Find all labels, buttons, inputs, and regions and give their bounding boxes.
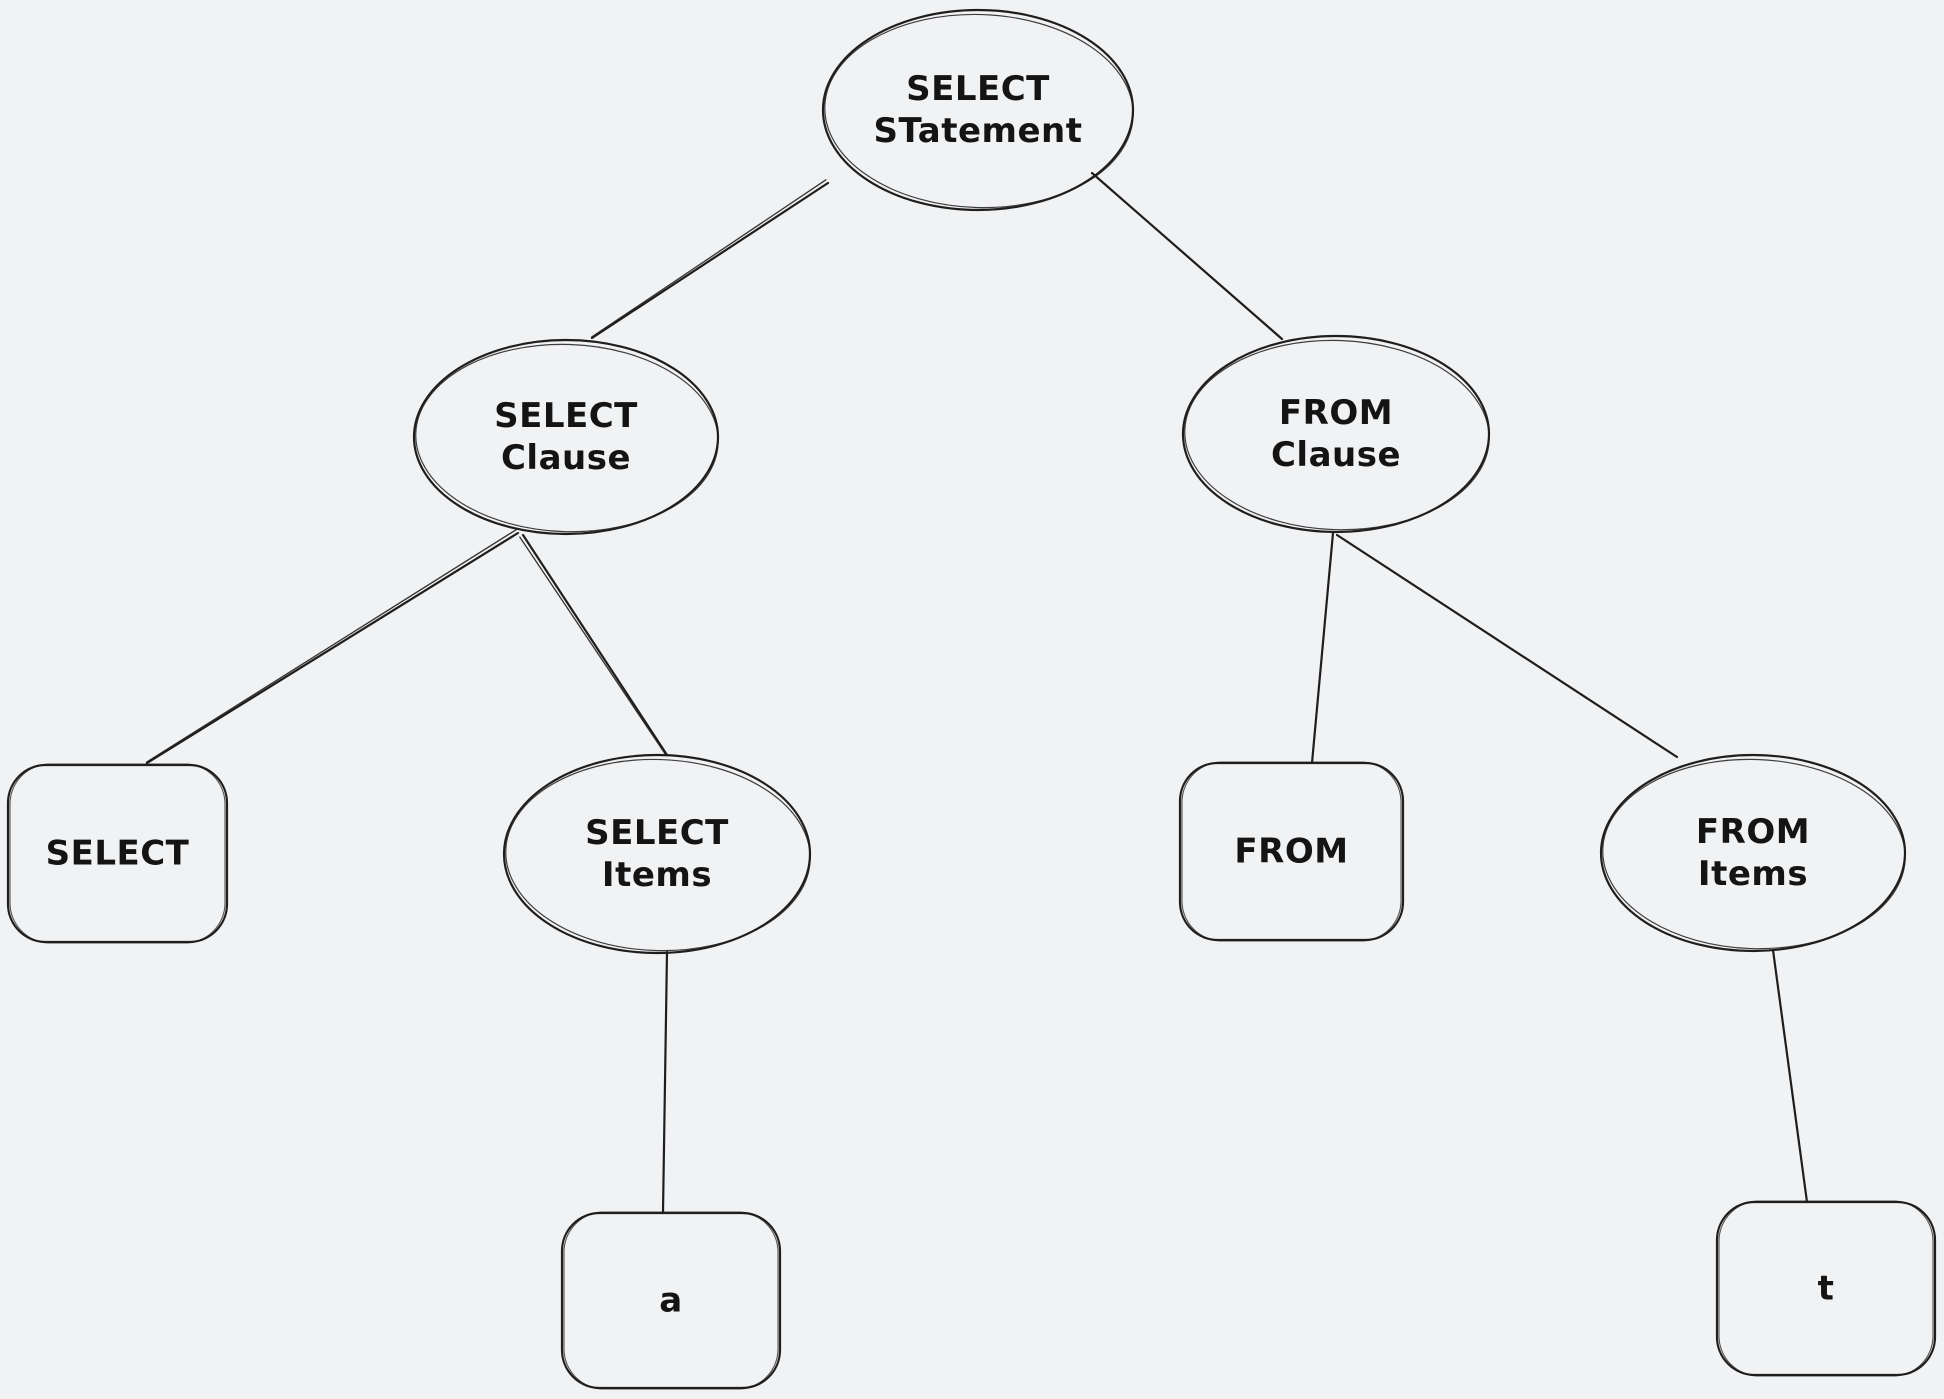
edge-line-sketch-pass [590,179,827,338]
edge-line [1310,531,1335,765]
node-item-t-label: t [1818,1269,1835,1309]
edge-from-clause-to-from-keyword [1310,531,1335,765]
ellipse-shape-sketch-pass [824,13,1134,209]
edge-select-statement-to-from-clause [1090,171,1284,341]
ellipse-shape-sketch-pass [415,343,719,533]
ellipse-shape-sketch-pass [505,758,811,952]
node-from-keyword[interactable]: FROM [1178,761,1405,942]
rect-shape-sketch-pass [1181,761,1402,942]
edge-line [590,181,830,340]
edge-select-statement-to-select-clause [590,179,830,340]
edge-line [1335,533,1679,759]
rect-shape-sketch-pass [563,1211,779,1390]
node-item-a-label: a [659,1281,682,1321]
ellipse-shape [502,753,812,955]
edge-select-clause-to-select-items [519,533,669,757]
ellipse-shape-sketch-pass [1602,758,1906,950]
edge-line [145,531,520,765]
rect-shape-sketch-pass [9,763,226,944]
edge-from-clause-to-from-items [1335,533,1679,759]
node-select-keyword-label: SELECT [46,834,190,874]
edge-line [1771,948,1809,1204]
edge-line-sketch-pass [145,529,517,763]
ellipse-shape [1599,753,1907,953]
ellipse-shape-sketch-pass [1184,339,1490,531]
ellipse-shape [821,8,1135,212]
edge-line [1090,171,1284,341]
rect-shape [6,763,229,944]
edge-line [521,533,669,757]
node-select-keyword[interactable]: SELECT [6,763,229,944]
ellipse-shape [412,338,720,536]
node-from-keyword-label: FROM [1234,832,1348,872]
edge-line-sketch-pass [519,536,667,757]
ellipse-shape [1181,334,1491,534]
edge-select-items-to-item-a [661,950,669,1214]
rect-shape-sketch-pass [1718,1200,1934,1377]
edge-line [661,950,669,1214]
rect-shape [1715,1200,1937,1377]
node-item-a[interactable]: a [560,1211,782,1390]
edge-from-items-to-item-t [1771,948,1809,1204]
rect-shape [560,1211,782,1390]
node-item-t[interactable]: t [1715,1200,1937,1377]
edge-select-clause-to-select-keyword [145,529,520,765]
rect-shape [1178,761,1405,942]
